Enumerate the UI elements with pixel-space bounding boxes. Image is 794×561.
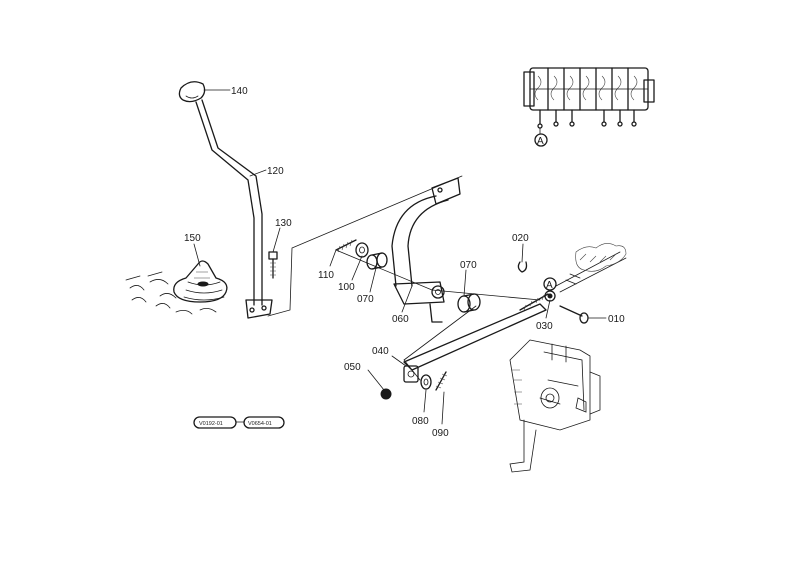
callout-labels: 140 120 130 150 110 100 070 060 070 020 … [184,86,625,439]
part-090-pin [435,371,448,391]
view-marker-icon-inset: A [534,133,548,147]
part-150-boot [173,260,228,303]
callout-040: 040 [372,346,389,357]
leader-lines [193,89,607,425]
reference-tag-2: V0654-01 [243,416,285,429]
callout-010: 010 [608,314,625,325]
part-110-pin [335,239,357,253]
callout-080: 080 [412,416,429,427]
part-020-clip [517,261,528,273]
reference-tag-1: V0192-01 [193,416,237,429]
callout-140: 140 [231,86,248,97]
part-050-nut [380,388,392,400]
floor-panel-sketch [125,271,217,315]
axis-line-lower [403,305,477,381]
callout-070a: 070 [357,294,374,305]
reference-1-label: V0192-01 [199,421,223,427]
callout-030: 030 [536,321,553,332]
valve-housing-sketch [509,339,601,473]
callout-020: 020 [512,233,529,244]
view-marker-icon-main: A [543,277,557,291]
callout-070b: 070 [460,260,477,271]
callout-110: 110 [318,270,334,281]
part-120-lever [195,99,273,319]
view-marker-label-main: A [546,280,553,291]
part-070-collar-b [457,293,481,313]
callout-120: 120 [267,166,284,177]
callout-050: 050 [344,362,361,373]
axis-line [335,249,541,301]
part-060-bracket [391,177,461,323]
part-100-washer [355,242,369,258]
callout-060: 060 [392,314,409,325]
part-070-collar-a [366,252,388,270]
reference-2-label: V0654-01 [248,421,272,427]
control-valve-inset [523,67,655,135]
callout-100: 100 [338,282,355,293]
callout-130: 130 [275,218,292,229]
part-130-bolt [268,251,278,279]
assembly-outline [267,175,463,317]
callout-090: 090 [432,428,449,439]
part-010-bolt [559,305,589,324]
callout-150: 150 [184,233,201,244]
part-040-arm [403,303,547,383]
view-marker-label: A [537,136,544,147]
part-140-knob [178,81,206,103]
linkage-sketch [555,243,627,293]
part-080-washer [420,374,432,390]
